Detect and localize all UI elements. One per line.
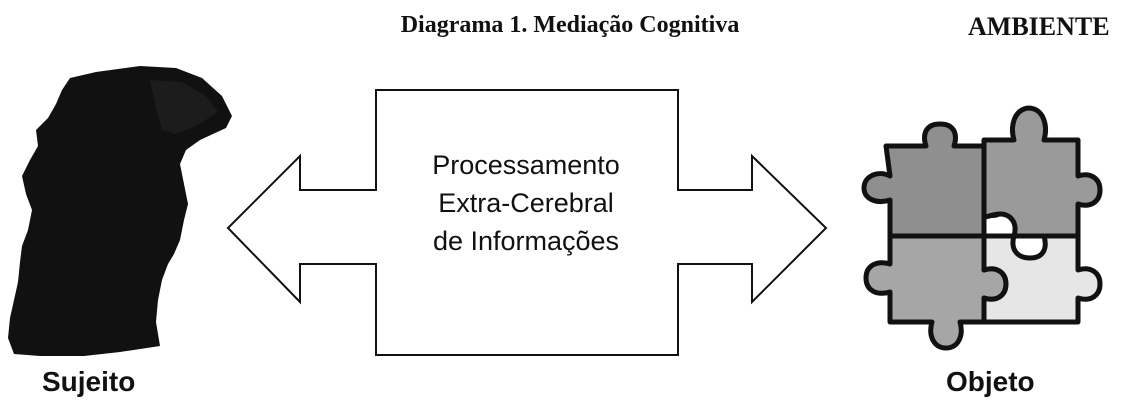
head-silhouette-icon	[8, 66, 232, 356]
center-text-line-1: Processamento	[432, 150, 620, 180]
center-text-line-2: Extra-Cerebral	[438, 188, 614, 218]
mediation-double-arrow	[226, 89, 828, 356]
puzzle-icon	[861, 105, 1103, 351]
center-text-line-3: de Informações	[432, 226, 620, 256]
object-label: Objeto	[946, 366, 1035, 397]
center-box-text: Processamento Extra-Cerebral de Informaç…	[376, 146, 676, 260]
diagram-title: Diagrama 1. Mediação Cognitiva	[400, 12, 740, 38]
environment-label: AMBIENTE	[968, 12, 1110, 41]
subject-label: Sujeito	[42, 366, 136, 397]
